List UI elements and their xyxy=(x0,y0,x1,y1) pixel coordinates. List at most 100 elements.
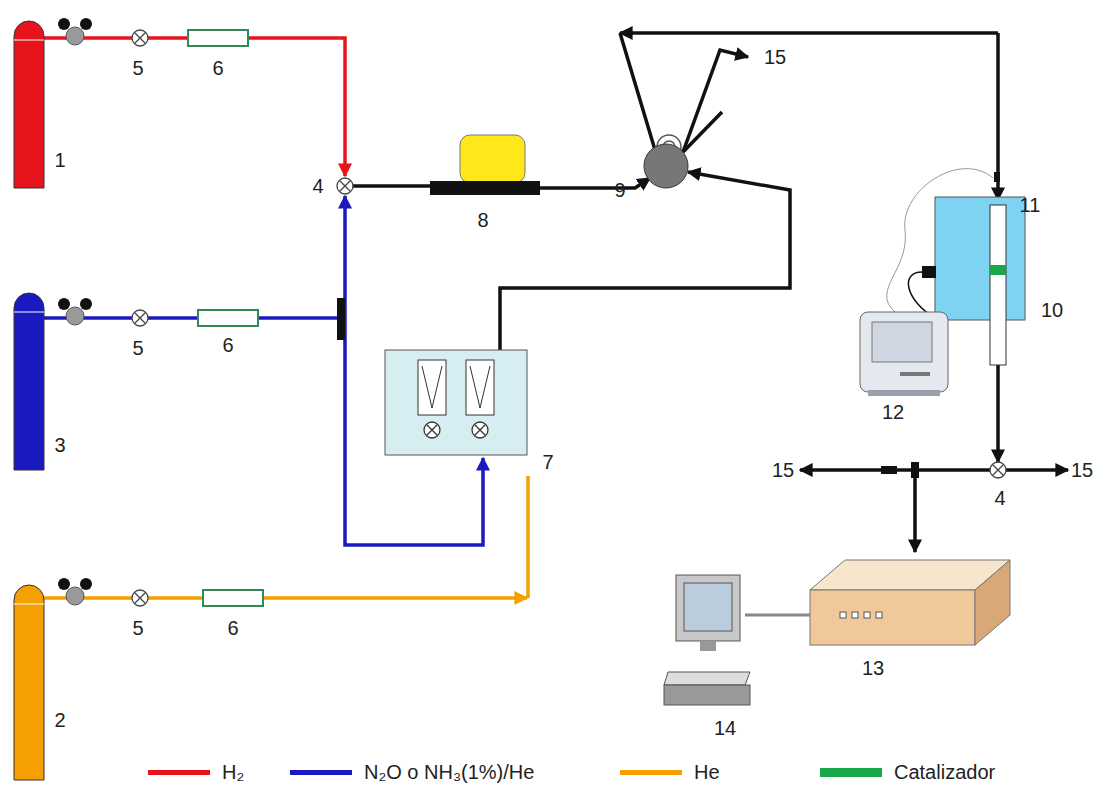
illustration-part xyxy=(385,350,527,455)
illustration-part xyxy=(14,21,44,188)
illustration-part xyxy=(935,197,1025,320)
illustration-part xyxy=(340,181,351,192)
callout-number: 7 xyxy=(542,452,553,472)
illustration-part xyxy=(80,298,92,310)
illustration-part xyxy=(14,40,44,41)
callout-number: 12 xyxy=(882,402,904,422)
illustration-part xyxy=(80,578,92,590)
legend-item: H₂ xyxy=(148,762,244,782)
callout-number: 4 xyxy=(312,176,323,196)
illustration-part xyxy=(424,422,440,438)
callout-number: 14 xyxy=(714,718,736,738)
illustration-part xyxy=(132,30,148,46)
illustration-part xyxy=(872,322,932,362)
illustration-part xyxy=(203,590,263,606)
callout-number: 15 xyxy=(1071,460,1093,480)
illustration-part xyxy=(700,641,716,651)
illustration-part xyxy=(58,578,70,590)
illustration-part xyxy=(44,316,345,320)
legend-text: Catalizador xyxy=(894,762,995,782)
illustration-part xyxy=(620,31,998,35)
illustration-part xyxy=(132,590,148,606)
callout-number: 1 xyxy=(54,150,65,170)
illustration-part xyxy=(990,205,1006,365)
illustration-part xyxy=(868,390,940,396)
illustration-part xyxy=(66,587,84,605)
illustration-part xyxy=(132,310,148,326)
illustration-part xyxy=(900,372,930,376)
illustration-part xyxy=(58,298,70,310)
illustration-part xyxy=(644,144,688,188)
callout-number: 15 xyxy=(764,47,786,67)
illustration-part xyxy=(352,184,430,188)
illustration-part xyxy=(913,470,917,552)
illustration-part xyxy=(475,425,486,436)
illustration-part xyxy=(996,365,1000,462)
legend-swatch xyxy=(620,770,682,775)
callout-number: 2 xyxy=(54,710,65,730)
illustration-part xyxy=(460,135,525,183)
callout-number: 15 xyxy=(772,460,794,480)
tee-joint xyxy=(337,298,345,340)
illustration-part xyxy=(472,422,488,438)
illustration-part xyxy=(683,50,748,152)
illustration-part xyxy=(80,18,92,30)
six-way-valve xyxy=(644,135,688,188)
illustration-part xyxy=(14,585,44,780)
legend-swatch xyxy=(820,768,882,777)
callout-number: 4 xyxy=(994,488,1005,508)
illustration-part xyxy=(135,313,146,324)
illustration-part xyxy=(14,604,44,605)
illustration-part xyxy=(500,172,790,350)
computer xyxy=(664,575,810,705)
illustration-part xyxy=(472,422,488,438)
illustration-part xyxy=(466,360,494,415)
illustration-part xyxy=(840,612,882,618)
legend-text: H₂ xyxy=(222,762,244,782)
legend-item: N₂O o NH₃(1%)/He xyxy=(290,762,534,782)
illustration-part xyxy=(188,30,248,46)
illustration-part xyxy=(422,366,442,408)
illustration-part xyxy=(876,612,882,618)
illustration-part xyxy=(620,33,655,150)
tee-joint xyxy=(881,466,897,474)
callout-number: 3 xyxy=(54,435,65,455)
illustration-part xyxy=(922,266,936,278)
legend-text: N₂O o NH₃(1%)/He xyxy=(364,762,534,782)
illustration-part xyxy=(337,178,353,194)
legend-item: He xyxy=(620,762,720,782)
illustration-part xyxy=(676,575,740,641)
illustration-part xyxy=(664,685,750,705)
callout-number: 6 xyxy=(222,335,233,355)
illustration-part xyxy=(66,27,84,45)
illustration-part xyxy=(430,181,540,195)
illustration-part xyxy=(132,310,148,326)
illustration-part xyxy=(337,178,353,194)
illustration-part xyxy=(990,265,1006,275)
illustration-part xyxy=(132,30,148,46)
callout-number: 10 xyxy=(1041,300,1063,320)
mass-spectrometer xyxy=(810,560,1010,645)
callout-number: 8 xyxy=(477,210,488,230)
illustration-part xyxy=(44,596,527,600)
illustration-part xyxy=(990,462,1006,478)
illustration-part xyxy=(852,612,858,618)
illustration-part xyxy=(198,310,258,326)
callout-number: 5 xyxy=(132,618,143,638)
gas-cylinders xyxy=(14,21,44,780)
illustration-part xyxy=(810,590,975,645)
illustration-part xyxy=(745,614,810,617)
filters xyxy=(188,30,263,606)
illustration-part xyxy=(908,272,935,318)
legend-text: He xyxy=(694,762,720,782)
callout-number: 11 xyxy=(1020,195,1041,215)
callout-number: 6 xyxy=(227,618,238,638)
illustration-part xyxy=(424,422,488,438)
illustration-part xyxy=(540,178,650,188)
illustration-part xyxy=(975,560,1010,645)
illustration-part xyxy=(418,360,446,415)
illustration-part xyxy=(470,366,490,408)
illustration-part xyxy=(684,583,732,631)
